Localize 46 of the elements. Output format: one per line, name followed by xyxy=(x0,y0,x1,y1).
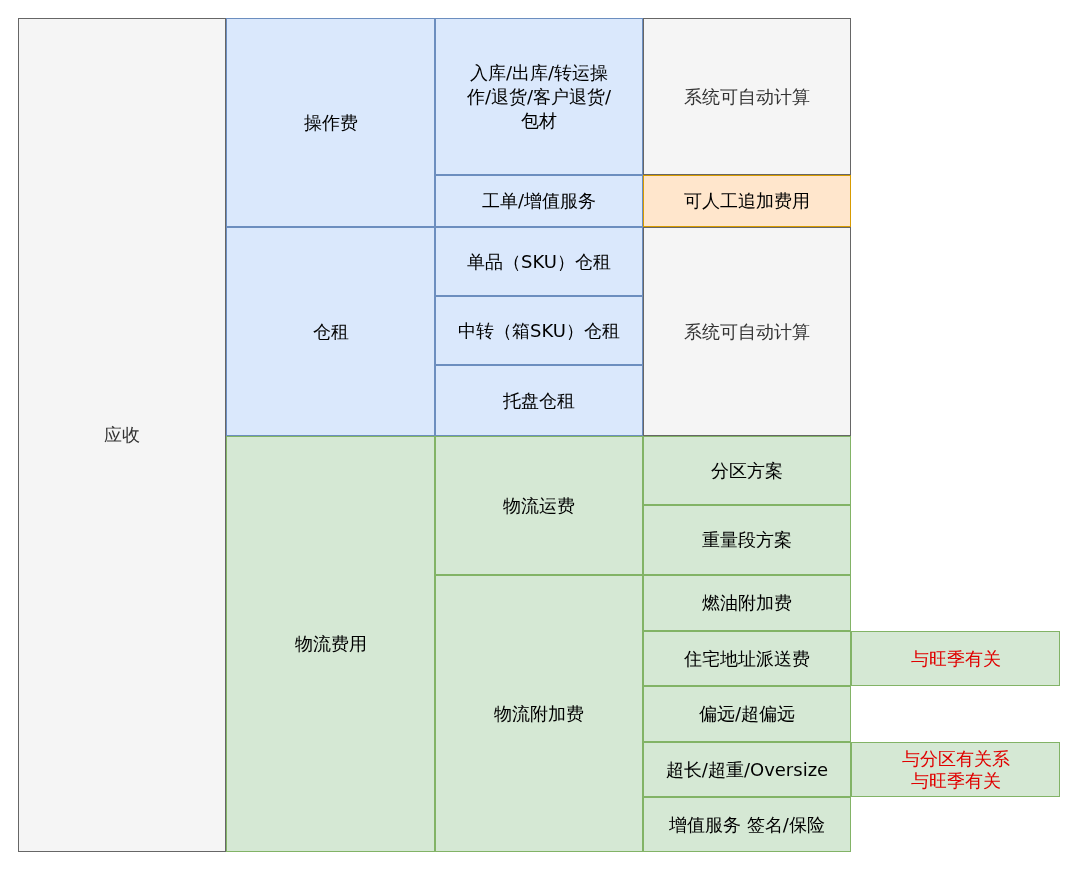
cell-text: 操作费 xyxy=(302,110,359,135)
cell-text: 燃油附加费 xyxy=(701,591,793,615)
table-cell xyxy=(851,631,1060,686)
table-cell xyxy=(18,18,226,852)
table-cell xyxy=(435,175,643,227)
table-cell xyxy=(435,365,643,436)
cell-text: 物流附加费 xyxy=(493,701,585,726)
cell-text: 与分区有关系与旺季有关 xyxy=(900,747,1011,792)
cell-text: 分区方案 xyxy=(710,458,784,483)
cell-text: 中转（箱SKU）仓租 xyxy=(457,318,621,343)
cell-text: 住宅地址派送费 xyxy=(683,646,811,671)
cell-text: 托盘仓租 xyxy=(502,388,576,413)
cell-text: 增值服务 签名/保险 xyxy=(668,812,826,837)
cell-text: 重量段方案 xyxy=(701,528,793,552)
table-cell xyxy=(226,436,435,852)
cell-text: 偏远/超偏远 xyxy=(697,702,797,726)
table-cell xyxy=(643,686,851,742)
cell-text: 工单/增值服务 xyxy=(480,189,598,213)
table-cell xyxy=(643,797,851,852)
table-cell xyxy=(226,18,435,227)
cell-text: 可人工追加费用 xyxy=(683,189,811,213)
table-cell xyxy=(643,742,851,797)
table-cell xyxy=(643,18,851,175)
cell-text: 物流运费 xyxy=(502,493,576,518)
table-cell xyxy=(643,175,851,227)
cell-text: 仓租 xyxy=(311,319,350,344)
table-cell xyxy=(226,227,435,436)
table-cell xyxy=(851,742,1060,797)
cell-text: 应收 xyxy=(103,423,141,447)
cell-text: 系统可自动计算 xyxy=(683,319,811,344)
table-cell xyxy=(643,436,851,505)
table-cell xyxy=(643,505,851,575)
cell-text: 入库/出库/转运操作/退货/客户退货/包材 xyxy=(465,60,613,133)
table-cell xyxy=(435,227,643,296)
table-cell xyxy=(435,18,643,175)
table-cell xyxy=(435,436,643,575)
table-cell xyxy=(643,227,851,436)
table-cell xyxy=(643,631,851,686)
cell-text: 超长/超重/Oversize xyxy=(664,757,830,782)
table-cell xyxy=(643,575,851,631)
table-cell xyxy=(435,575,643,852)
cell-text: 物流费用 xyxy=(293,632,368,656)
cell-text: 系统可自动计算 xyxy=(683,84,811,109)
cell-text: 单品（SKU）仓租 xyxy=(466,249,612,274)
table-cell xyxy=(435,296,643,365)
cell-text: 与旺季有关 xyxy=(909,646,1002,671)
